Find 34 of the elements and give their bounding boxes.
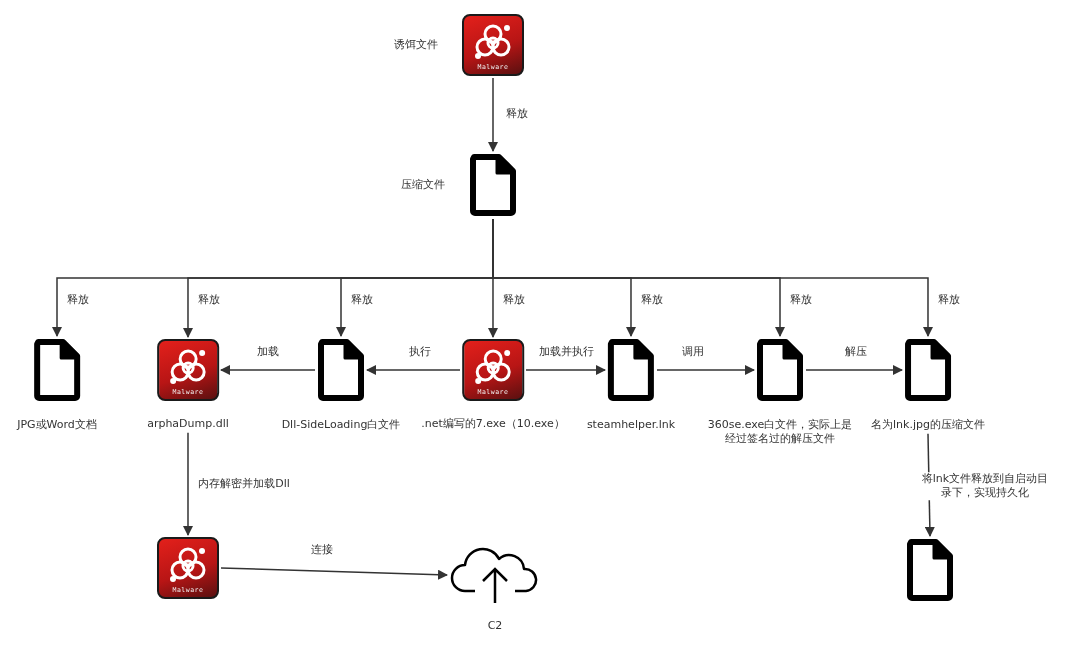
node-caption: .net编写的7.exe（10.exe） xyxy=(421,417,565,431)
edge-label: 加载 xyxy=(257,345,279,359)
node-caption: JPG或Word文档 xyxy=(17,418,97,432)
arrow xyxy=(183,432,193,536)
node-caption: 名为lnk.jpg的压缩文件 xyxy=(871,418,985,432)
arrow xyxy=(488,77,498,152)
edge-label: 调用 xyxy=(682,345,704,359)
arrow xyxy=(220,567,448,580)
edge-label: 释放 xyxy=(641,293,663,307)
edge-label: 释放 xyxy=(506,107,528,121)
arrow xyxy=(656,365,755,375)
edge-label: 释放 xyxy=(67,293,89,307)
arrow xyxy=(492,218,933,337)
node-caption: 诱饵文件 xyxy=(394,38,438,52)
edge-label: 释放 xyxy=(351,293,373,307)
node-caption: C2 xyxy=(487,619,503,633)
arrow xyxy=(525,365,606,375)
node-caption: 压缩文件 xyxy=(401,178,445,192)
node-caption: steamhelper.lnk xyxy=(586,418,676,432)
edge-label: 释放 xyxy=(790,293,812,307)
edge-label: 加载并执行 xyxy=(538,345,594,359)
node-caption: arphaDump.dll xyxy=(147,417,229,431)
arrow xyxy=(366,365,461,375)
node-caption: Dll-SideLoading白文件 xyxy=(280,418,402,432)
arrow xyxy=(805,365,903,375)
edge-label: 连接 xyxy=(311,543,333,557)
edge-label: 解压 xyxy=(845,345,867,359)
edge-label: 内存解密并加载Dll xyxy=(198,477,290,491)
edge-label: 释放 xyxy=(938,293,960,307)
edge-label: 释放 xyxy=(198,293,220,307)
edge-label: 释放 xyxy=(503,293,525,307)
node-caption: 360se.exe白文件，实际上是经过签名过的解压文件 xyxy=(706,418,854,446)
edge-label: 执行 xyxy=(409,345,431,359)
arrow xyxy=(220,365,316,375)
